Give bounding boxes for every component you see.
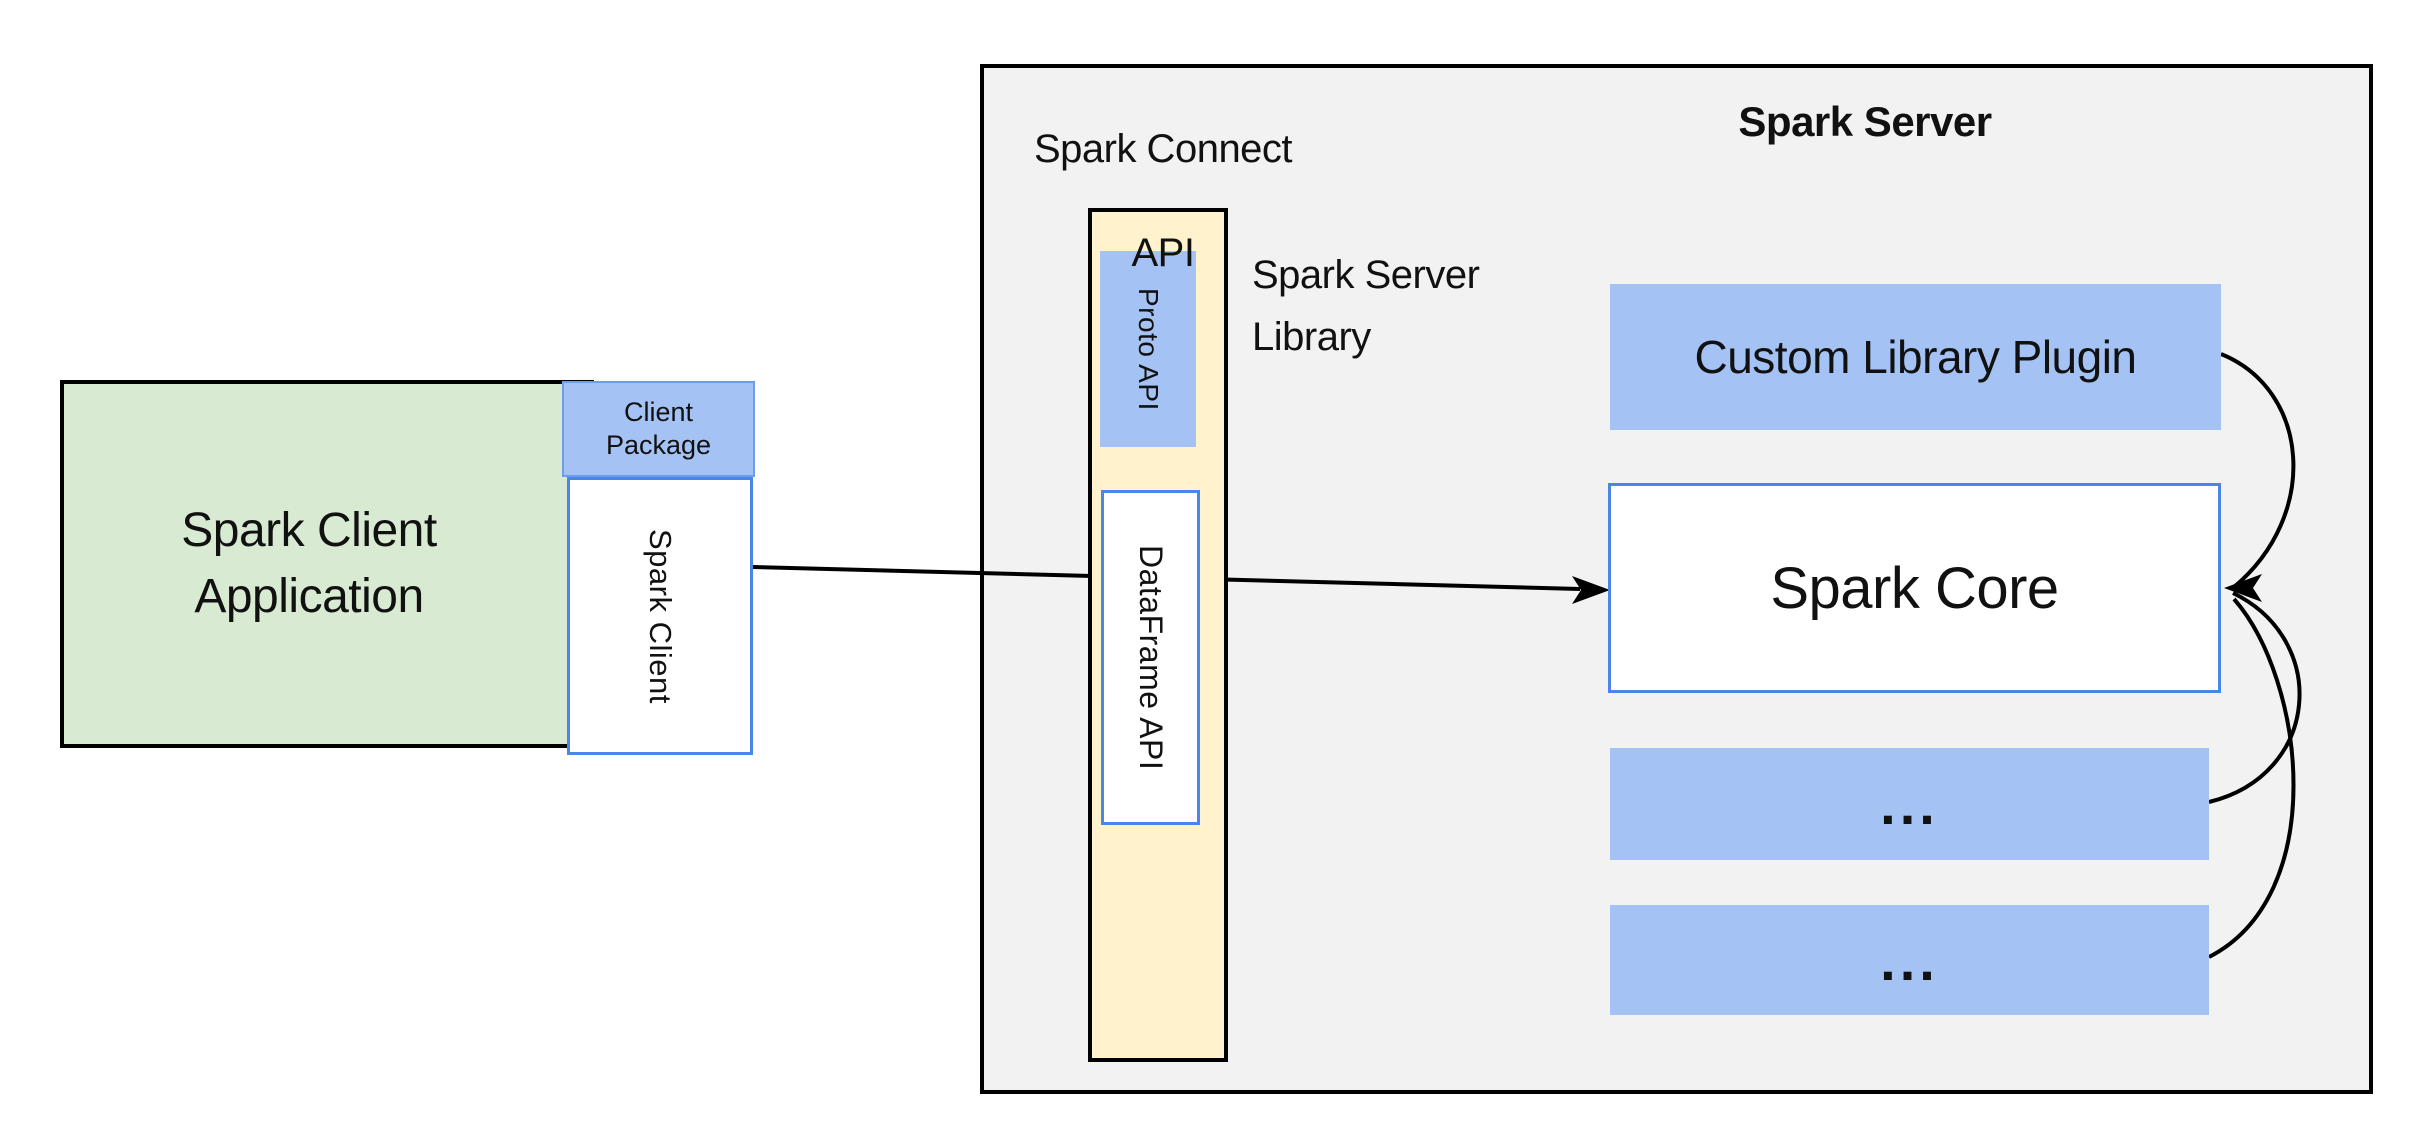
spark-client-application-label-line2: Application: [194, 570, 424, 623]
client-package-label-line1: Client: [623, 397, 693, 427]
spark-core-box: Spark Core: [1608, 483, 2221, 693]
spark-connect-api-title: Spark Connect API: [990, 71, 1336, 331]
proto-api-label: Proto API: [1133, 287, 1164, 411]
plugin-placeholder-box-1: ...: [1610, 748, 2209, 860]
proto-api-box: Proto API: [1100, 251, 1196, 447]
custom-library-plugin-box: Custom Library Plugin: [1610, 284, 2221, 430]
client-package-box: Client Package: [562, 381, 755, 477]
spark-server-library-label-line1: Spark Server: [1252, 253, 1480, 297]
dataframe-api-box: DataFrame API: [1101, 490, 1200, 825]
spark-server-library-label: Spark Server Library: [1252, 244, 1652, 368]
spark-client-application-label-line1: Spark Client: [181, 504, 437, 557]
spark-server-library-label-line2: Library: [1252, 315, 1371, 359]
spark-connect-api-title-line1: Spark Connect: [1033, 127, 1293, 171]
spark-client-box: Spark Client: [567, 477, 753, 755]
spark-client-label: Spark Client: [643, 528, 678, 704]
client-package-label-line2: Package: [605, 430, 712, 460]
plugin-placeholder-label-1: ...: [1880, 772, 1939, 836]
client-package-label: Client Package: [606, 396, 711, 462]
plugin-placeholder-box-2: ...: [1610, 905, 2209, 1015]
spark-client-application-label: Spark Client Application: [60, 498, 558, 630]
spark-server-title: Spark Server: [1738, 98, 1992, 145]
plugin-placeholder-label-2: ...: [1880, 928, 1939, 992]
spark-core-label: Spark Core: [1770, 555, 2059, 621]
dataframe-api-label: DataFrame API: [1133, 544, 1169, 771]
spark-connect-api-title-line2: API: [1131, 231, 1195, 275]
custom-library-plugin-label: Custom Library Plugin: [1694, 331, 2137, 383]
